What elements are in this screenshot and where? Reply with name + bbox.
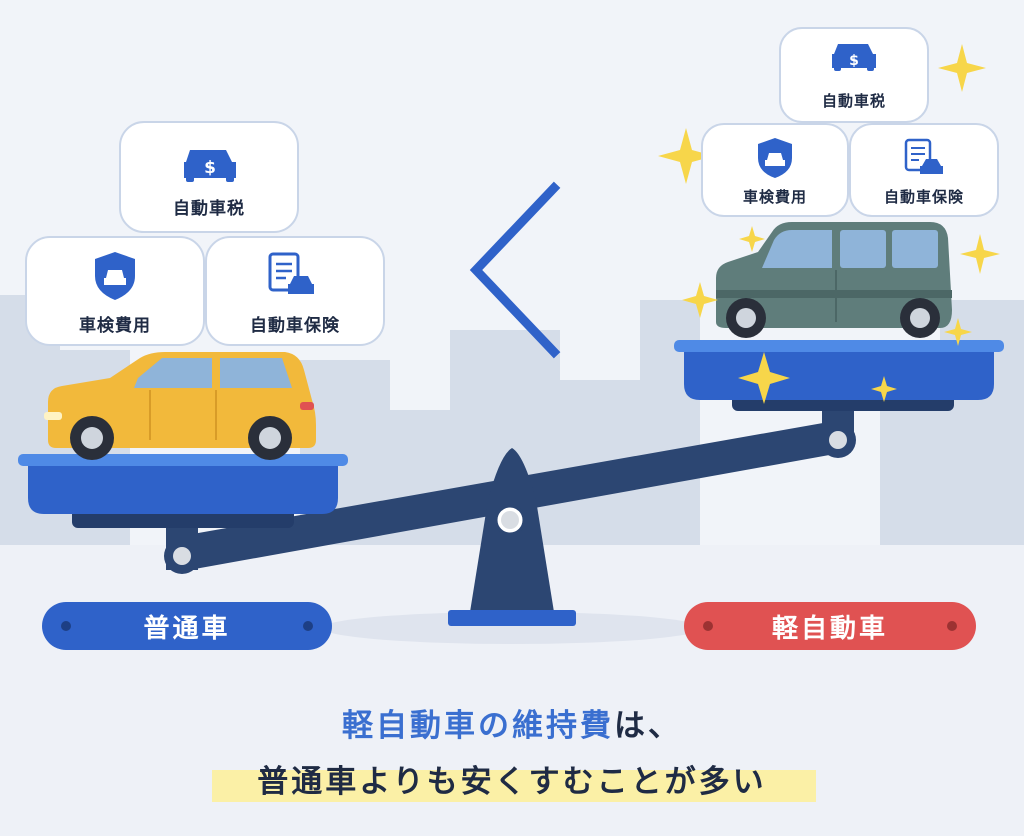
headline-line-2: 普通車よりも安くすむことが多い	[257, 764, 767, 800]
right-inspection-label: 車検費用	[742, 188, 807, 206]
shield-car-icon	[758, 138, 792, 178]
sparkle-icon	[739, 226, 765, 252]
shield-car-icon	[95, 252, 135, 300]
insurance-document-icon	[268, 252, 314, 294]
right-cost-cards: $	[701, 27, 999, 217]
kei-car-label: 軽自動車	[771, 614, 888, 644]
car-tax-icon: $	[832, 44, 876, 71]
sparkle-icon	[871, 376, 897, 402]
yellow-car	[44, 352, 316, 460]
kei-car-pill	[684, 602, 976, 650]
car-tax-icon: $	[184, 150, 236, 182]
left-cost-cards: $	[25, 121, 385, 346]
headline-line-1: 軽自動車の維持費は、	[0, 700, 1024, 745]
sparkle-icon	[658, 128, 714, 184]
sparkle-icon	[682, 282, 718, 318]
seesaw	[164, 405, 856, 626]
less-than-symbol	[469, 181, 561, 359]
left-insurance-label: 自動車保険	[250, 316, 340, 336]
headline-highlight-text: 軽自動車の維持費	[342, 708, 614, 744]
sparkle-icon	[738, 352, 790, 404]
svg-text:$: $	[849, 53, 859, 69]
headline-highlight	[212, 770, 816, 802]
fulcrum-base	[448, 610, 576, 626]
regular-car-label: 普通車	[143, 614, 231, 644]
sparkle-icon	[960, 234, 1000, 274]
right-tax-card	[779, 27, 929, 123]
teal-kei-car	[716, 222, 952, 338]
sparkle-icon	[944, 318, 972, 346]
left-inspection-label: 車検費用	[79, 316, 151, 336]
svg-text:$: $	[204, 158, 216, 178]
regular-car-pill	[42, 602, 332, 650]
insurance-document-icon	[904, 138, 943, 174]
headline-line-1-rest: は、	[614, 708, 682, 744]
sparkle-icon	[938, 44, 986, 92]
fulcrum-shadow	[322, 612, 702, 644]
left-tax-label: 自動車税	[173, 199, 245, 219]
right-tax-label: 自動車税	[821, 92, 886, 110]
right-insurance-label: 自動車保険	[883, 188, 964, 206]
sparkles	[658, 44, 1000, 404]
